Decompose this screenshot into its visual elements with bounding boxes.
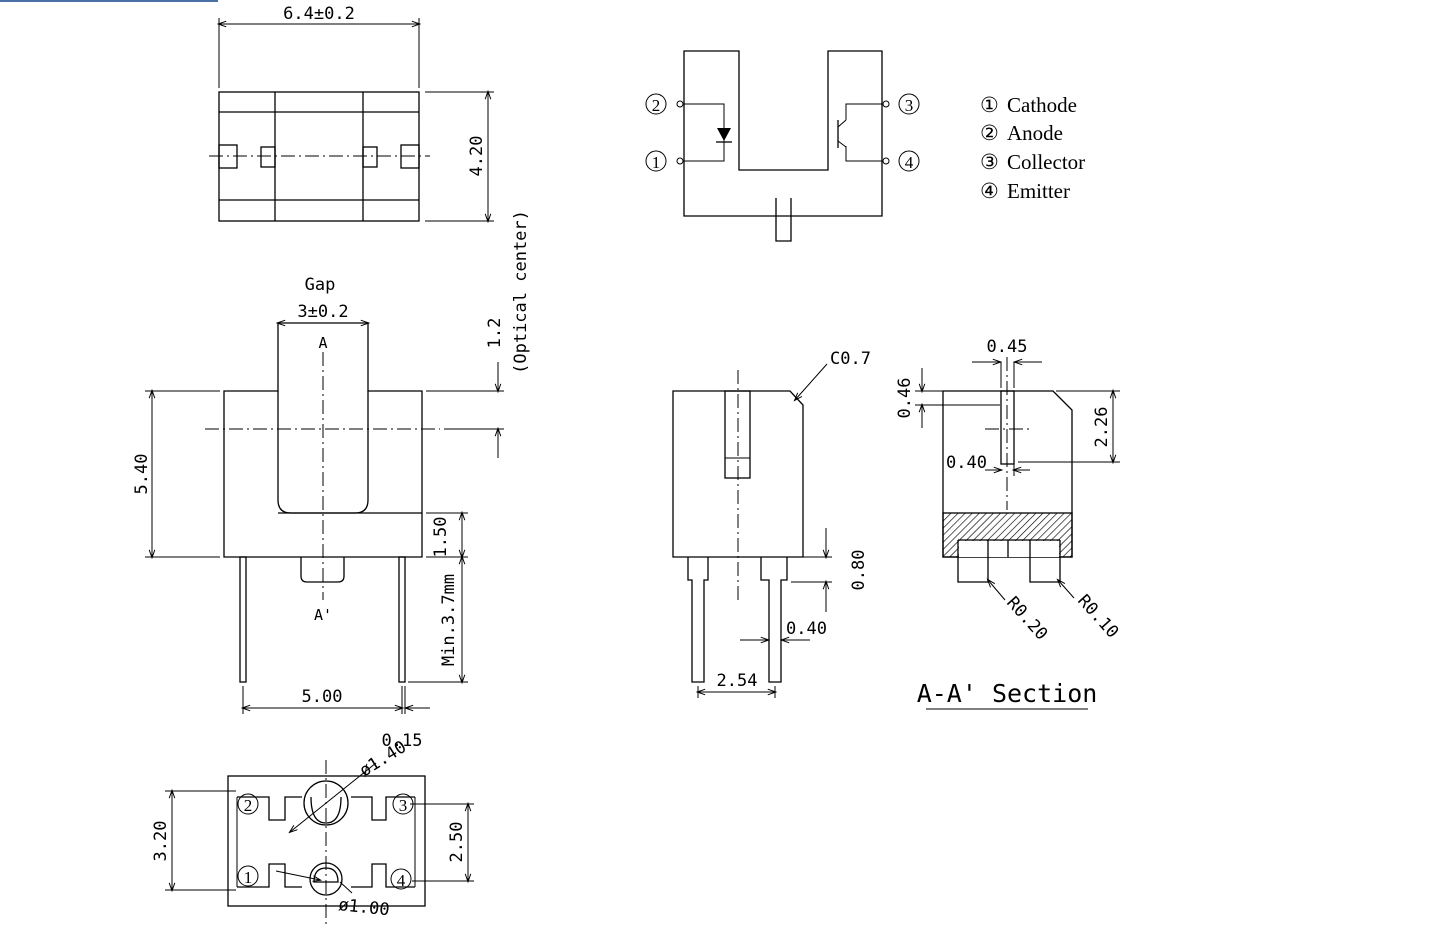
schematic-pin-4: 4 xyxy=(905,153,914,172)
top-height-dim: 4.20 xyxy=(467,136,487,177)
svg-text:②: ② xyxy=(980,121,999,145)
front-view: A A' Gap 3±0.2 5.40 1.2 (Optical center)… xyxy=(132,210,531,751)
section-title: A-A' Section xyxy=(917,679,1098,708)
lead-length-dim: Min.3.7mm xyxy=(439,574,459,666)
front-height-dim: 5.40 xyxy=(132,454,152,495)
radius-2-dim: R0.10 xyxy=(1073,591,1122,642)
chamfer-dim: C0.7 xyxy=(830,349,871,369)
lead-thickness-dim: 0.15 xyxy=(382,731,423,751)
hole-small-dim: ø1.00 xyxy=(337,895,390,920)
aperture-top-dim: 0.46 xyxy=(895,378,915,419)
optical-center-note: (Optical center) xyxy=(511,210,531,374)
section-depth-dim: 2.26 xyxy=(1092,407,1112,448)
pin-row-pitch-dim: 2.50 xyxy=(447,822,467,863)
svg-text:Collector: Collector xyxy=(1007,150,1085,174)
bottom-height-dim: 3.20 xyxy=(151,821,171,862)
top-width-dim: 6.4±0.2 xyxy=(283,4,355,24)
svg-text:Anode: Anode xyxy=(1007,121,1063,145)
pin-standoff-dim: 0.80 xyxy=(849,550,869,591)
radius-1-dim: R0.20 xyxy=(1002,593,1051,644)
svg-text:①: ① xyxy=(980,93,999,117)
pin-legend: ① Cathode ② Anode ③ Collector ④ Emitter xyxy=(980,93,1085,203)
bottom-view: 2 1 3 4 ø1.40 ø1.00 3.20 2.50 xyxy=(151,737,474,928)
pin-width-dim: 0.40 xyxy=(786,619,827,639)
bottom-pin-4: 4 xyxy=(397,871,406,890)
side-pitch-dim: 2.54 xyxy=(717,671,758,691)
top-view: 6.4±0.2 4.20 xyxy=(209,4,494,221)
section-marker-a: A xyxy=(318,334,327,352)
legend-item: ② Anode xyxy=(980,121,1063,145)
aperture-slit-dim: 0.40 xyxy=(946,453,987,473)
side-view: C0.7 0.80 0.40 2.54 xyxy=(672,349,871,698)
aperture-width-dim: 0.45 xyxy=(987,337,1028,357)
schematic-pin-1: 1 xyxy=(652,153,661,172)
lead-pitch-dim: 5.00 xyxy=(302,687,343,707)
schematic-pin-2: 2 xyxy=(652,96,661,115)
bottom-pin-1: 1 xyxy=(244,868,253,887)
bottom-pin-2: 2 xyxy=(244,796,253,815)
legend-item: ③ Collector xyxy=(980,150,1085,174)
optical-center-dim: 1.2 xyxy=(485,318,505,349)
gap-dim: 3±0.2 xyxy=(297,302,348,322)
schematic: 2 1 3 4 xyxy=(645,50,920,242)
svg-text:④: ④ xyxy=(980,179,999,203)
section-view: 0.45 0.46 0.40 2.26 R0.20 R0.10 A-A' Sec… xyxy=(895,337,1122,710)
legend-item: ④ Emitter xyxy=(980,179,1070,203)
slot-bottom-dim: 1.50 xyxy=(431,517,451,558)
schematic-pin-3: 3 xyxy=(905,96,914,115)
section-marker-a-prime: A' xyxy=(314,606,332,624)
svg-text:Emitter: Emitter xyxy=(1007,179,1070,203)
legend-item: ① Cathode xyxy=(980,93,1077,117)
svg-text:③: ③ xyxy=(980,150,999,174)
gap-label: Gap xyxy=(305,275,336,295)
bottom-pin-3: 3 xyxy=(399,796,408,815)
svg-text:Cathode: Cathode xyxy=(1007,93,1077,117)
